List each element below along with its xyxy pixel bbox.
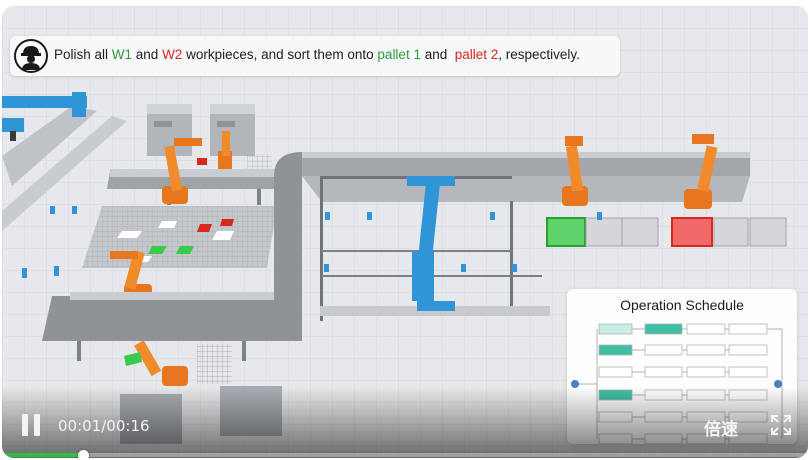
bottom-conveyor [42, 292, 292, 361]
progress-bar[interactable] [2, 453, 808, 457]
video-player[interactable]: Polish all W1 and W2 workpieces, and sor… [2, 6, 808, 458]
instruction-part-2: and [132, 47, 163, 62]
pallet-2-shape [671, 217, 713, 247]
fullscreen-icon [771, 415, 791, 435]
progress-fill [2, 453, 83, 457]
task-instruction-banner: Polish all W1 and W2 workpieces, and sor… [10, 36, 620, 76]
robot-arm-6 [134, 340, 188, 386]
pause-icon-bar [34, 414, 40, 436]
time-separator: / [101, 417, 107, 435]
robot-arm-4 [562, 136, 588, 206]
instruction-part-5: , respectively. [498, 47, 580, 62]
playback-time: 00:01/00:16 [58, 417, 150, 435]
instruction-part-1: Polish all [54, 47, 112, 62]
instruction-part-4: and [420, 47, 455, 62]
fence-posts [22, 206, 602, 278]
schedule-title: Operation Schedule [620, 297, 744, 313]
workpiece-w1-label: W1 [111, 47, 133, 62]
central-gantry-frame [320, 176, 550, 321]
progress-thumb[interactable] [77, 450, 89, 458]
pause-icon [22, 414, 28, 436]
robot-arm-2 [218, 131, 232, 169]
player-controls-overlay [2, 386, 808, 458]
current-time: 00:01 [58, 417, 102, 435]
pause-button[interactable] [20, 414, 42, 436]
instruction-text: Polish all W1 and W2 workpieces, and sor… [54, 47, 580, 62]
duration: 00:16 [106, 417, 150, 435]
factory-scene [2, 6, 808, 458]
playback-speed-button[interactable]: 倍速 [704, 420, 738, 439]
pallet-1-label: pallet 1 [377, 47, 421, 62]
left-rail-structure [2, 92, 127, 231]
pallet-2-label: pallet 2 [454, 47, 499, 62]
pallet-1-shape [546, 217, 586, 247]
instruction-part-3: workpieces, and sort them onto [182, 47, 378, 62]
robot-arm-5 [684, 134, 718, 209]
fullscreen-button[interactable] [770, 414, 792, 436]
worker-helmet-icon [14, 39, 48, 73]
robot-arm-1 [162, 138, 202, 204]
workpiece-w2-label: W2 [162, 47, 183, 62]
machine-cabinet-2 [210, 104, 255, 156]
